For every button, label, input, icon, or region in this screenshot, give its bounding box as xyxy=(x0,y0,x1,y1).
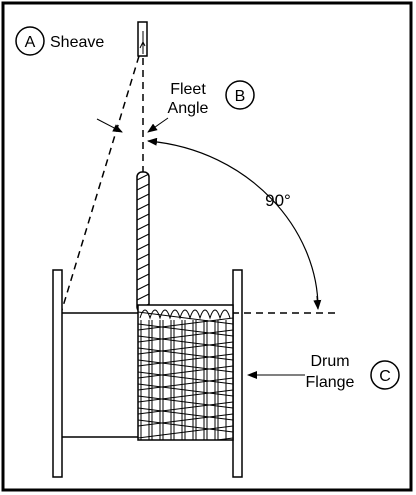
label-a-circle xyxy=(15,26,45,56)
fleet-arrow-right xyxy=(147,117,169,133)
label-b-circle xyxy=(225,80,255,110)
fleet-label-line2: Angle xyxy=(168,100,209,117)
drum-label-line1: Drum xyxy=(310,353,349,370)
fleet-label-line1: Fleet xyxy=(170,81,206,98)
fleet-angle-line xyxy=(60,55,140,314)
left-drum-flange xyxy=(52,269,63,478)
label-c-circle xyxy=(370,360,400,390)
right-drum-flange xyxy=(232,269,243,478)
vertical-rope xyxy=(136,171,150,313)
right-angle-arc xyxy=(147,137,319,309)
label-c-letter: C xyxy=(379,368,391,385)
sheave-label: Sheave xyxy=(50,34,104,51)
angle-label: 90° xyxy=(265,191,291,210)
sheave-rope-tick xyxy=(139,40,146,49)
drum-label-line2: Flange xyxy=(306,374,355,391)
right-angle-arc-end-arrow xyxy=(313,295,322,310)
label-a-letter: A xyxy=(25,34,36,51)
label-b-letter: B xyxy=(235,88,246,105)
wound-rope xyxy=(137,304,234,441)
fleet-arrow-left xyxy=(96,118,123,133)
